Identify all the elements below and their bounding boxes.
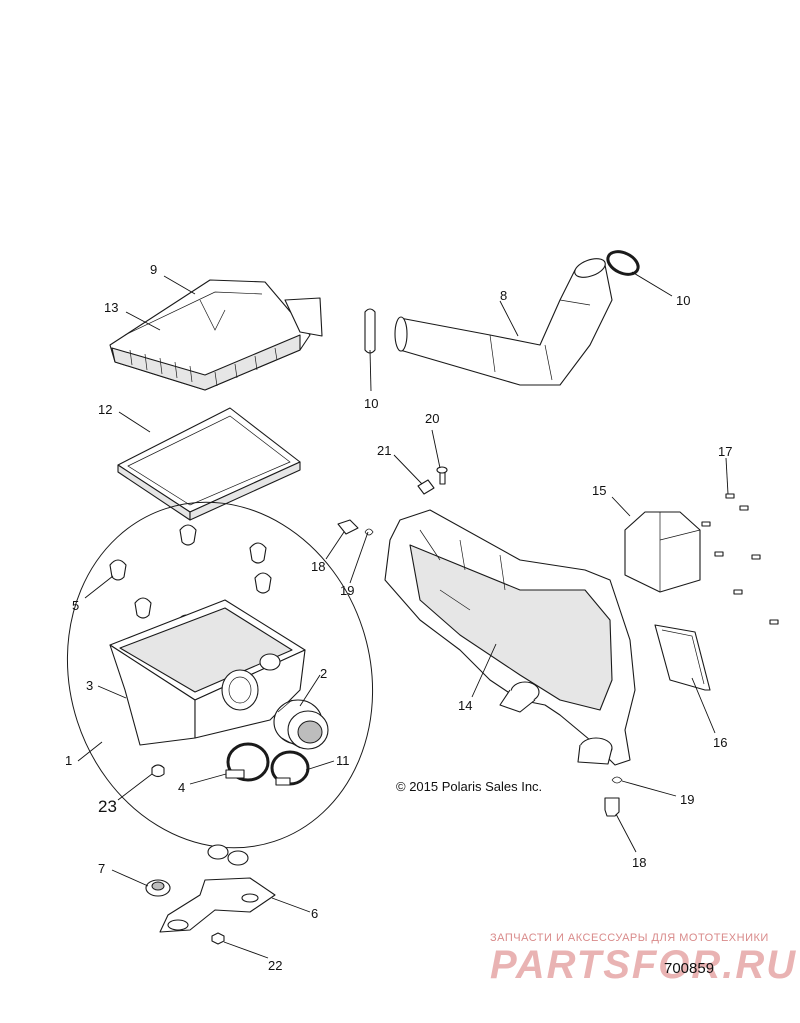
callout-17: 17 bbox=[718, 444, 732, 459]
watermark: ЗАПЧАСТИ И АКСЕССУАРЫ ДЛЯ МОТОТЕХНИКИ PA… bbox=[490, 932, 797, 987]
callout-23: 23 bbox=[98, 797, 117, 816]
copyright-notice: © 2015 Polaris Sales Inc. bbox=[396, 779, 542, 794]
watermark-tagline: ЗАПЧАСТИ И АКСЕССУАРЫ ДЛЯ МОТОТЕХНИКИ bbox=[490, 932, 769, 944]
callout-9: 9 bbox=[150, 262, 157, 277]
inlet-boot-illustration bbox=[273, 699, 329, 750]
callout-2: 2 bbox=[320, 666, 327, 681]
callout-8: 8 bbox=[500, 288, 507, 303]
callout-5: 5 bbox=[72, 598, 79, 613]
leader-lines bbox=[77, 271, 729, 959]
callout-7: 7 bbox=[98, 861, 105, 876]
mount-grommets-illustration bbox=[145, 844, 249, 897]
callout-14: 14 bbox=[458, 698, 472, 713]
callout-4: 4 bbox=[178, 780, 185, 795]
filter-pad-illustration bbox=[654, 624, 711, 691]
duct-clamps-illustration bbox=[364, 250, 640, 354]
callout-12: 12 bbox=[98, 402, 112, 417]
callout-6: 6 bbox=[311, 906, 318, 921]
callout-18-right: 18 bbox=[632, 855, 646, 870]
fitting-left-illustration bbox=[337, 519, 374, 536]
mounting-bracket-illustration bbox=[159, 877, 276, 933]
document-number: 700859 bbox=[664, 960, 714, 977]
small-fasteners-illustration bbox=[417, 466, 448, 495]
grommet-illustration bbox=[151, 764, 165, 778]
clamps-illustration bbox=[225, 742, 310, 786]
intake-housing-illustration bbox=[384, 509, 636, 766]
air-filter-illustration bbox=[117, 407, 301, 521]
callout-19-left: 19 bbox=[340, 583, 354, 598]
callout-labels: 9 13 12 8 10 10 20 21 17 15 18 19 14 16 … bbox=[65, 262, 732, 973]
fitting-right-illustration bbox=[604, 776, 623, 817]
callout-21: 21 bbox=[377, 443, 391, 458]
callout-15: 15 bbox=[592, 483, 606, 498]
bolt-illustration bbox=[211, 932, 225, 945]
callout-10-left: 10 bbox=[364, 396, 378, 411]
assembly-group-outline bbox=[66, 501, 374, 849]
callout-16: 16 bbox=[713, 735, 727, 750]
callout-11: 11 bbox=[336, 753, 350, 768]
callout-22: 22 bbox=[268, 958, 282, 973]
callout-19-right: 19 bbox=[680, 792, 694, 807]
airbox-cover-illustration bbox=[109, 279, 323, 391]
watermark-brand: PARTSFOR.RU bbox=[490, 943, 797, 987]
callout-20: 20 bbox=[425, 411, 439, 426]
callout-18-left: 18 bbox=[311, 559, 325, 574]
airbox-base-illustration bbox=[109, 599, 306, 746]
callout-13: 13 bbox=[104, 300, 118, 315]
callout-1: 1 bbox=[65, 753, 72, 768]
screws-illustration bbox=[701, 493, 779, 625]
callout-10-right: 10 bbox=[676, 293, 690, 308]
foam-block-illustration bbox=[624, 511, 701, 593]
intake-duct-illustration bbox=[394, 258, 613, 386]
callout-3: 3 bbox=[86, 678, 93, 693]
